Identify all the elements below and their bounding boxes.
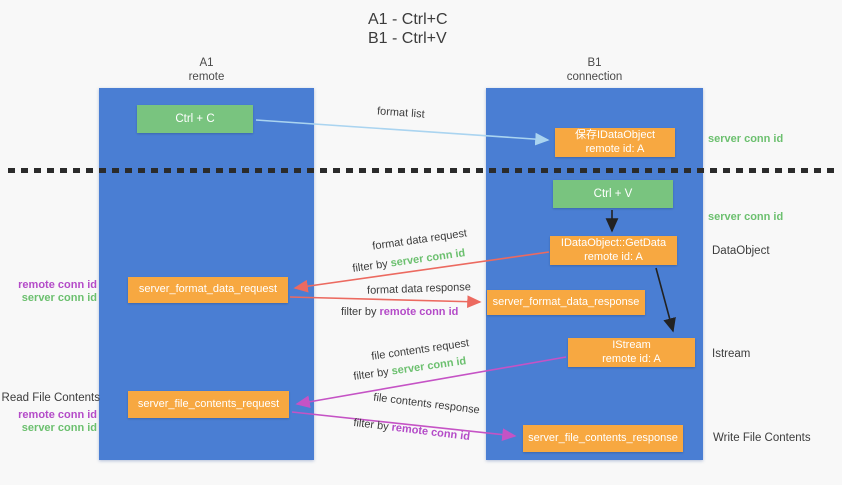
- server-conn-id-label-mid: server conn id: [708, 211, 784, 223]
- title-line-2: B1 - Ctrl+V: [368, 30, 447, 47]
- label-file-contents-request-filter: filter by server conn id: [353, 355, 467, 383]
- server-conn-id-label-format: server conn id: [21, 292, 97, 304]
- save-idataobject-remote-id: remote id: A: [585, 142, 645, 155]
- read-file-contents-label: Read File Contents: [1, 392, 100, 404]
- remote-conn-id-label-file: remote conn id: [18, 409, 97, 421]
- filter-by-text: filter by: [352, 416, 393, 434]
- lane-b1-name: B1: [587, 57, 602, 69]
- ctrl-c-box: Ctrl + C: [137, 105, 253, 133]
- lane-a1-name: A1: [199, 57, 214, 69]
- ctrl-v-box: Ctrl + V: [553, 180, 673, 208]
- diagram-title: A1 - Ctrl+C B1 - Ctrl+V: [368, 10, 448, 48]
- label-format-list: format list: [376, 105, 426, 121]
- server-file-contents-response-box: server_file_contents_response: [523, 425, 683, 452]
- server-conn-id-label-file: server conn id: [21, 422, 97, 434]
- filter-by-text: filter by: [351, 257, 392, 275]
- istream-box: IStream remote id: A: [568, 338, 695, 367]
- remote-conn-id-label-format: remote conn id: [18, 279, 97, 291]
- server-format-data-request-box: server_format_data_request: [128, 277, 288, 303]
- server-file-contents-request-box: server_file_contents_request: [128, 391, 289, 418]
- remote-conn-id-text: remote conn id: [390, 421, 471, 444]
- server-conn-id-label-top: server conn id: [708, 133, 784, 145]
- getdata-remote-id: remote id: A: [584, 250, 643, 263]
- remote-conn-id-text: remote conn id: [379, 306, 459, 318]
- server-format-data-response-box: server_format_data_response: [487, 290, 645, 315]
- lane-a1-subtitle: remote: [188, 71, 225, 83]
- label-format-data-request-filter: filter by server conn id: [352, 247, 466, 275]
- title-line-1: A1 - Ctrl+C: [368, 11, 448, 28]
- save-idataobject-box: 保存IDataObject remote id: A: [555, 128, 675, 157]
- istream-label: Istream: [712, 348, 751, 360]
- label-file-contents-response-filter: filter by remote conn id: [353, 417, 471, 443]
- filter-by-text: filter by: [341, 306, 380, 318]
- lane-header-b1: B1 connection: [486, 56, 703, 84]
- label-format-data-response: format data response: [366, 281, 472, 297]
- label-file-contents-response: file contents response: [372, 391, 481, 417]
- idataobject-getdata-box: IDataObject::GetData remote id: A: [550, 236, 677, 265]
- server-conn-id-text: server conn id: [389, 247, 467, 270]
- write-file-contents-label: Write File Contents: [713, 432, 811, 444]
- filter-by-text: filter by: [352, 365, 393, 383]
- getdata-title: IDataObject::GetData: [560, 237, 667, 249]
- lane-header-a1: A1 remote: [99, 56, 314, 84]
- arrow-format-data-response: [289, 295, 482, 309]
- lane-b1-subtitle: connection: [566, 71, 623, 83]
- dataobject-label: DataObject: [712, 245, 770, 257]
- save-idataobject-title: 保存IDataObject: [574, 129, 656, 141]
- label-format-data-response-filter: filter by remote conn id: [341, 306, 458, 318]
- dotted-divider-line: [8, 168, 836, 173]
- istream-remote-id: remote id: A: [602, 352, 661, 365]
- istream-title: IStream: [612, 339, 651, 351]
